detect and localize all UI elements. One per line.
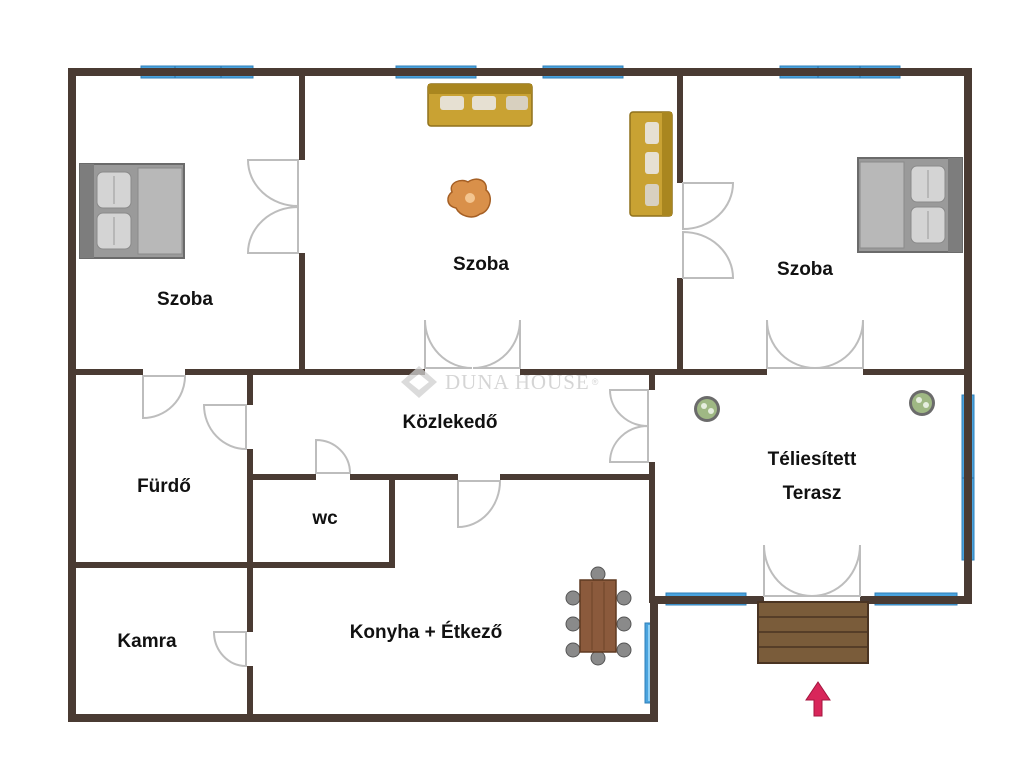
plant-left <box>694 396 720 422</box>
watermark-registered: ® <box>591 377 599 387</box>
entrance-arrow-icon <box>805 681 831 717</box>
doors <box>142 159 864 668</box>
room-label-terasz-line2: Terasz <box>782 483 842 504</box>
bed-left <box>79 163 185 259</box>
room-label-szoba-center: Szoba <box>453 254 509 275</box>
sofa-top <box>427 83 533 127</box>
duna-house-logo-icon <box>401 366 437 398</box>
room-label-szoba-left: Szoba <box>157 289 213 310</box>
rug <box>447 178 491 218</box>
plant-right <box>909 390 935 416</box>
entrance-stairs <box>757 601 869 664</box>
room-label-terasz-line1: Téliesített <box>767 449 857 470</box>
dining-table <box>565 566 632 666</box>
watermark-text: DUNA HOUSE <box>445 369 590 394</box>
room-label-kozlekedo: Közlekedő <box>402 412 498 433</box>
room-label-szoba-right: Szoba <box>777 259 833 280</box>
room-label-konyha-etkezo: Konyha + Étkező <box>349 622 503 643</box>
room-label-furdo: Fürdő <box>137 476 191 497</box>
watermark: DUNA HOUSE® <box>399 364 598 400</box>
sofa-side <box>629 111 673 217</box>
room-label-kamra: Kamra <box>117 631 177 652</box>
room-label-wc: wc <box>312 508 338 529</box>
bed-right <box>857 157 963 253</box>
